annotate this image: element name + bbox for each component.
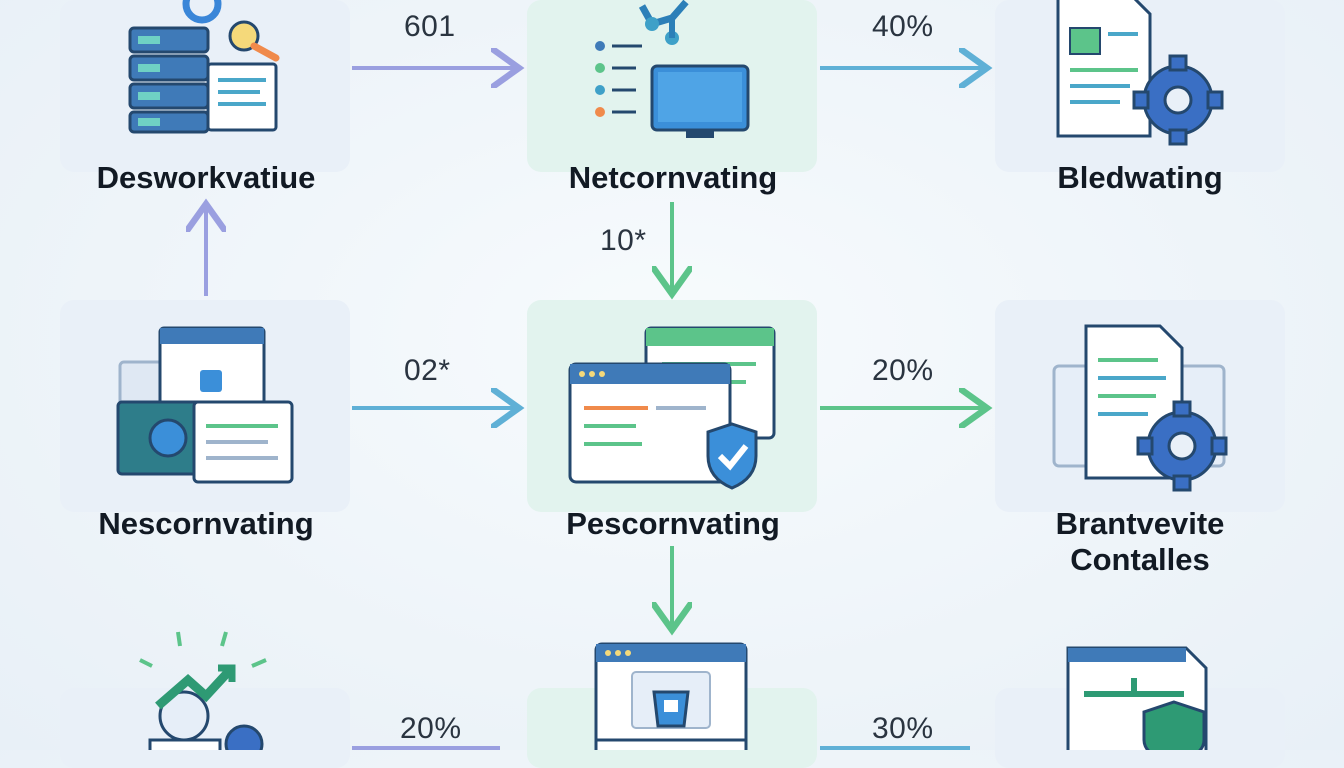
documents-gear-icon <box>1052 324 1228 492</box>
edge-label-r3-c1-c2: 20% <box>400 712 462 745</box>
node-label-netcornvating: Netcornvating <box>568 160 778 195</box>
network-monitor-icon <box>595 0 750 138</box>
edge-label-c2-r1-r2: 10* <box>600 224 647 257</box>
web-panel-icon <box>594 642 748 750</box>
edge-label-r3-c2-c3: 30% <box>872 712 934 745</box>
edge-label-r2-c2-c3: 20% <box>872 354 934 387</box>
browser-shield-icon <box>568 326 776 490</box>
node-label-desworkvatiue: Desworkvatiue <box>96 160 316 195</box>
node-label-brantvevite: Brantvevite <box>1055 506 1225 541</box>
document-gear-icon <box>1056 0 1224 146</box>
flow-arrows <box>0 0 1344 750</box>
node-label-nescornvating: Nescornvating <box>98 506 314 541</box>
server-search-icon <box>128 0 280 134</box>
edge-label-r1-c2-c3: 40% <box>872 10 934 43</box>
node-label-bledwating: Bledwating <box>1057 160 1223 195</box>
edge-label-r1-c1-c2: 601 <box>404 10 456 43</box>
edge-label-r2-c1-c2: 02* <box>404 354 451 387</box>
document-shield-icon <box>1066 646 1208 750</box>
node-label-contalles: Contalles <box>1070 542 1210 577</box>
trend-gear-icon <box>139 631 267 750</box>
windows-stack-icon <box>116 326 294 484</box>
node-label-pescornvating: Pescornvating <box>566 506 780 541</box>
